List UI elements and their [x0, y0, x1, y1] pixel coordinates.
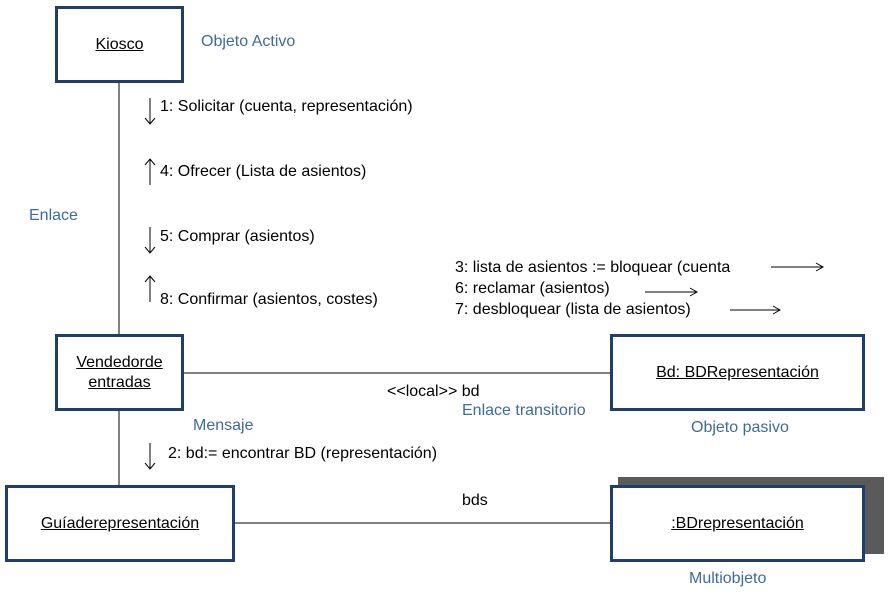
message-7: 7: desbloquear (lista de asientos): [455, 301, 691, 318]
arrow-down-icon: [144, 227, 156, 254]
arrow-right-icon: [771, 262, 825, 272]
kiosco-label: Kiosco: [95, 35, 144, 53]
arrow-down-icon: [144, 98, 156, 125]
bd-multiobject[interactable]: :BDrepresentación: [610, 485, 865, 562]
guia-object[interactable]: Guíaderepresentación: [5, 485, 235, 562]
arrow-up-icon: [144, 158, 156, 185]
bd-representacion-label: Bd: BDRepresentación: [656, 363, 819, 381]
annotation-mensaje: Mensaje: [193, 417, 254, 434]
message-8: 8: Confirmar (asientos, costes): [160, 291, 378, 308]
message-3: 3: lista de asientos := bloquear (cuenta: [455, 259, 731, 276]
bd-representacion-object[interactable]: Bd: BDRepresentación: [610, 334, 865, 411]
guia-label: Guíaderepresentación: [40, 514, 200, 532]
message-1: 1: Solicitar (cuenta, representación): [160, 98, 413, 115]
bd-multi-label: :BDrepresentación: [671, 514, 804, 532]
annotation-multiobjeto: Multiobjeto: [689, 570, 767, 587]
annotation-objeto-pasivo: Objeto pasivo: [691, 419, 789, 436]
annotation-objeto-activo: Objeto Activo: [201, 33, 296, 50]
message-6: 6: reclamar (asientos): [455, 280, 610, 297]
annotation-enlace: Enlace: [29, 207, 78, 224]
message-4: 4: Ofrecer (Lista de asientos): [160, 163, 367, 180]
arrow-right-icon: [645, 287, 699, 297]
arrow-down-icon: [144, 443, 156, 470]
arrow-right-icon: [730, 305, 782, 315]
kiosco-object[interactable]: Kiosco: [55, 6, 184, 83]
arrow-up-icon: [144, 275, 156, 302]
link-label-bds: bds: [462, 492, 488, 509]
message-2: 2: bd:= encontrar BD (representación): [168, 445, 438, 462]
message-5: 5: Comprar (asientos): [160, 228, 315, 245]
link-label-local-bd: <<local>> bd: [387, 383, 480, 400]
annotation-enlace-transitorio: Enlace transitorio: [462, 402, 586, 419]
